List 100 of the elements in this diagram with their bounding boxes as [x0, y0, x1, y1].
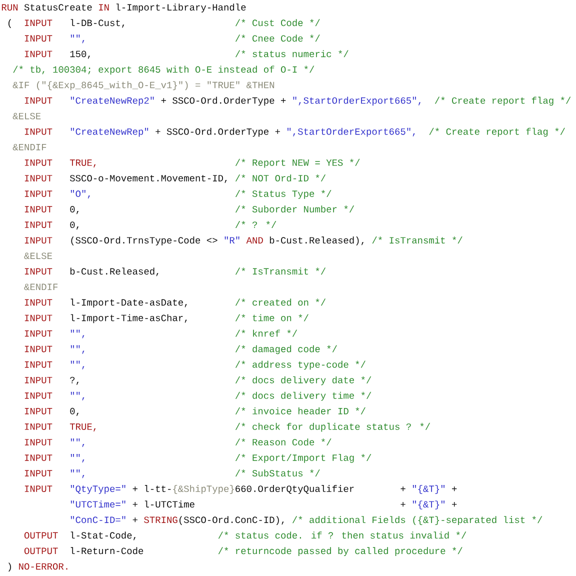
code-text: 660.OrderQtyQualifier	[236, 485, 354, 494]
code-comment: /* returncode passed by called procedure */	[218, 547, 462, 556]
code-comment: /* Report NEW = YES */	[235, 158, 360, 168]
code-comment: /* Create report flag */	[429, 128, 565, 137]
code-text: l-Import-Date-asDate,	[70, 298, 187, 308]
preprocessor-directive: &ENDIF	[24, 284, 58, 290]
string-literal: "",	[70, 345, 84, 354]
code-text: 0,	[70, 222, 79, 230]
code-comment: /* time on */	[235, 314, 308, 322]
keyword: INPUT	[24, 190, 52, 197]
code-text: + l-UTCTime	[132, 500, 194, 508]
keyword: INPUT	[24, 376, 52, 384]
code-comment: /* docs delivery date */	[235, 376, 372, 386]
code-text: +	[452, 486, 457, 492]
keyword: INPUT	[24, 408, 52, 414]
string-literal: "",	[70, 360, 84, 370]
keyword: INPUT	[24, 35, 52, 42]
code-text: 0,	[70, 408, 79, 416]
code-text: ?,	[70, 376, 79, 385]
string-literal: ",StartOrderExport665",	[293, 96, 421, 106]
string-literal: "UTCTime="	[70, 500, 126, 508]
code-comment: /* Create report flag */	[434, 96, 571, 106]
keyword: INPUT	[24, 268, 52, 275]
string-literal: "QtyType="	[70, 485, 126, 494]
keyword: INPUT	[24, 424, 52, 430]
keyword: INPUT	[24, 361, 52, 368]
string-literal: "O",	[70, 190, 90, 199]
preprocessor-directive: {&ShipType}	[173, 485, 234, 494]
code-comment: /* Export/Import Flag */	[235, 454, 372, 463]
keyword: INPUT	[24, 206, 52, 212]
keyword: OUTPUT	[24, 548, 58, 554]
keyword: INPUT	[24, 439, 52, 446]
string-literal: "",	[70, 438, 84, 448]
code-text: (SSCO-Ord.ConC-ID),	[179, 516, 284, 525]
keyword: OUTPUT	[24, 532, 58, 539]
string-literal: "",	[70, 34, 84, 44]
code-text: + SSCO-Ord.OrderType +	[161, 96, 286, 106]
string-literal: "",	[70, 454, 84, 463]
code-text: b-Cust.Released,	[70, 268, 158, 276]
string-literal: ",StartOrderExport665",	[288, 128, 415, 137]
preprocessor-directive: &ENDIF	[12, 144, 46, 150]
code-comment: /* ? */	[235, 221, 276, 228]
keyword: INPUT	[24, 346, 52, 352]
keyword: AND	[246, 237, 263, 244]
keyword: INPUT	[24, 160, 52, 166]
string-literal: "CreateNewRep2"	[70, 96, 154, 106]
code-text: l-DB-Cust,	[70, 19, 124, 28]
code-text: + l-tt-	[132, 485, 171, 492]
code-text: + SSCO-Ord.OrderType +	[156, 128, 280, 137]
code-text: +	[132, 518, 138, 522]
code-text: +	[400, 502, 406, 507]
preprocessor-directive: &IF ("{&Exp_8645_with_O-E_v1}") = "TRUE" &THEN	[12, 81, 274, 90]
string-literal: "",	[70, 330, 84, 338]
string-literal: "",	[70, 470, 84, 478]
keyword: INPUT	[24, 222, 52, 228]
keyword: INPUT	[24, 175, 52, 182]
code-text: +	[400, 486, 406, 492]
code-comment: /* Reason Code */	[235, 438, 332, 446]
code-comment: /* Cnee Code */	[235, 34, 320, 42]
code-text: l-Import-Library-Handle	[116, 4, 246, 12]
keyword: INPUT	[24, 50, 52, 58]
code-comment: /* status code. if ? then status invalid */	[218, 532, 466, 539]
keyword: INPUT	[24, 299, 52, 306]
keyword: INPUT	[24, 454, 52, 461]
code-comment: /* status numeric */	[235, 50, 348, 58]
keyword: INPUT	[24, 314, 52, 322]
code-text: l-Stat-Code,	[70, 532, 136, 540]
code-text: StatusCreate	[24, 4, 92, 11]
code-text: l-Import-Time-asChar,	[70, 314, 187, 324]
code-comment: /* Suborder Number */	[235, 206, 354, 212]
code-comment: /* IsTransmit */	[372, 236, 462, 244]
keyword: INPUT	[24, 20, 52, 26]
code-text: SSCO-o-Movement.Movement-ID,	[70, 174, 227, 183]
code-comment: /* Cust Code */	[235, 19, 320, 26]
code-comment: /* Status Type */	[235, 190, 332, 199]
string-literal: "",	[70, 392, 84, 400]
code-comment: /* docs delivery time */	[235, 392, 372, 401]
keyword: INPUT	[24, 237, 52, 244]
code-comment: /* additional Fields ({&T}-separated list */	[292, 516, 542, 525]
code-text: 0,	[70, 206, 79, 214]
code-text: b-Cust.Released),	[270, 236, 364, 246]
keyword: INPUT	[24, 392, 52, 399]
keyword: NO-ERROR.	[19, 563, 68, 570]
code-comment: /* invoice header ID */	[235, 407, 366, 414]
code-comment: /* check for duplicate status ? */	[235, 422, 430, 432]
code-comment: /* tb, 100304; export 8645 with O-E instead of O-I */	[13, 66, 314, 75]
code-text: 150,	[70, 50, 90, 59]
keyword: INPUT	[24, 470, 52, 476]
code-comment: /* IsTransmit */	[235, 268, 326, 275]
keyword: INPUT	[24, 330, 52, 337]
keyword: TRUE,	[70, 160, 96, 168]
string-literal: "{&T}"	[412, 500, 444, 510]
keyword: TRUE,	[70, 424, 96, 432]
code-comment: /* knref */	[235, 330, 298, 337]
preprocessor-directive: &ELSE	[24, 252, 52, 260]
code-comment: /* SubStatus */	[235, 470, 320, 476]
code-text: (	[8, 19, 12, 28]
preprocessor-directive: &ELSE	[12, 112, 41, 120]
keyword: INPUT	[24, 486, 52, 492]
keyword: RUN	[2, 4, 18, 11]
